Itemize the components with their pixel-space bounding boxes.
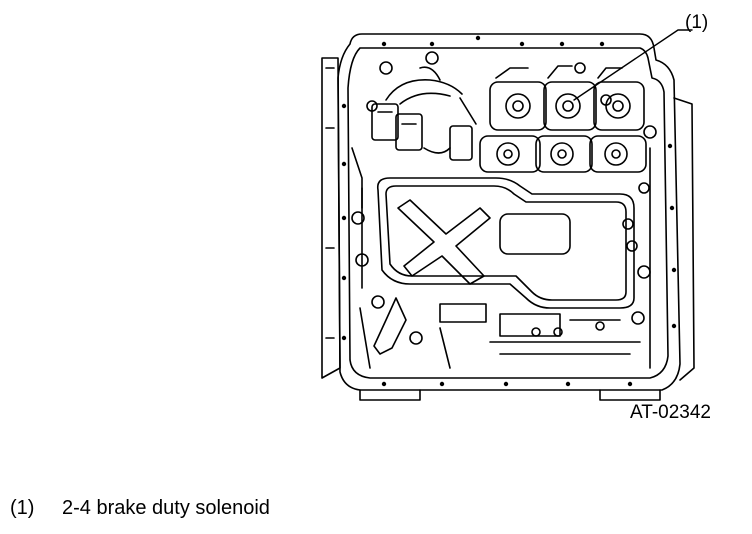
center-plate — [376, 177, 635, 309]
harness-connectors — [371, 66, 477, 161]
callout-leader — [573, 29, 693, 101]
x-relief — [397, 199, 491, 285]
lower-details — [351, 147, 651, 369]
upper-solenoids — [489, 65, 645, 131]
lower-solenoids — [479, 135, 647, 173]
valve-body-figure: (1) AT-02342 — [300, 8, 752, 428]
legend-number: (1) — [10, 497, 35, 519]
plate-window — [499, 213, 571, 255]
callout-label: (1) — [685, 12, 709, 33]
legend-text: 2-4 brake duty solenoid — [62, 497, 270, 519]
bolt-holes — [341, 35, 677, 387]
legend: (1) 2-4 brake duty solenoid — [10, 497, 270, 520]
housing-inner-rim — [347, 47, 669, 379]
valve-body-drawing — [321, 29, 695, 401]
figure-code: AT-02342 — [630, 402, 711, 423]
